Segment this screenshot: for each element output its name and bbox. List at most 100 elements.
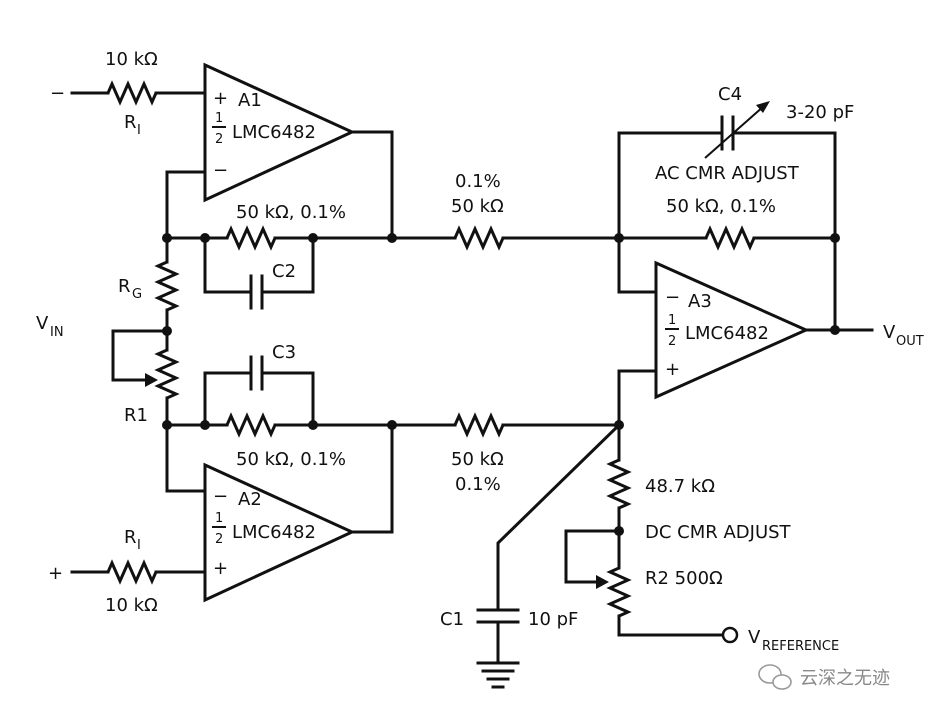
junction-dot [200,420,210,430]
junction-dot [308,233,318,243]
c3-label: C3 [272,342,296,363]
r1-label: R1 [124,405,148,426]
ac-cmr-adjust-label: AC CMR ADJUST [655,163,800,184]
difference-stage-inputs: 0.1% 50 kΩ 50 kΩ 0.1% [390,171,621,495]
a2-half-numerator: 1 [215,511,223,526]
a2-minus-sign: − [213,486,228,507]
wire [203,236,253,294]
op-amp-a1-body [203,62,356,203]
vin-sub: IN [50,325,64,340]
rg-sub: G [132,287,142,302]
wire [165,170,207,240]
r1-wiper-wire [111,329,169,382]
potentiometer-icon [145,373,158,387]
vref-sub: REFERENCE [762,639,839,654]
variable-capacitor-arrow-icon [756,101,770,113]
a3-name: A3 [688,291,712,312]
junction-dot [614,526,624,536]
resistor-48-7k [606,458,632,510]
junction-dot [162,326,172,336]
wire [617,614,724,637]
mid-bottom-value: 50 kΩ [451,449,504,470]
a2-name: A2 [238,489,262,510]
c1-label: C1 [440,609,464,630]
wire [203,371,253,427]
ri-top-value: 10 kΩ [105,49,158,70]
potentiometer-r2 [606,566,632,618]
a3-plus-sign: + [665,359,680,380]
a3-half-numerator: 1 [668,313,676,328]
op-amp-a2: − + A2 1 2 LMC6482 [203,462,356,603]
wire [350,130,394,240]
wire [260,371,315,427]
resistor-mid-bottom [453,412,505,438]
mid-top-value: 50 kΩ [451,196,504,217]
a1-plus-sign: + [213,88,228,109]
r2-wiper-wire [564,529,621,584]
vref-name: V [748,627,761,648]
resistor-ri-top [106,80,158,106]
wire [617,369,658,427]
wire [496,422,622,612]
watermark: 云深之无迹 [758,664,890,690]
ri-bottom-name: R [124,527,137,548]
a2-feedback-value: 50 kΩ, 0.1% [236,449,346,470]
c4-range: 3-20 pF [786,102,854,123]
wechat-logo-icon [758,664,792,690]
a2-part: LMC6482 [232,522,316,543]
a1-feedback-value: 50 kΩ, 0.1% [236,202,346,223]
wire [617,131,724,240]
a1-half-denominator: 2 [215,132,223,147]
a1-minus-sign: − [213,160,228,181]
junction-dot [308,420,318,430]
vref-terminal [721,626,739,644]
watermark-text: 云深之无迹 [800,668,890,689]
dc-cmr-adjust-label: DC CMR ADJUST [645,522,792,543]
rg-name: R [118,276,131,297]
ri-bottom-value: 10 kΩ [105,595,158,616]
wire [617,236,658,294]
c4-label: C4 [718,84,742,105]
r2-label: R2 500Ω [645,568,723,589]
a2-plus-sign: + [213,558,228,579]
c1-branch: C1 10 pF [440,422,622,689]
gain-network: R G R1 V IN [36,236,180,427]
a1-part: LMC6482 [232,122,316,143]
resistor-a2-feedback [225,412,277,438]
a3-minus-sign: − [665,287,680,308]
input-plus-branch: + R I 10 kΩ [48,527,207,616]
op-amp-a3: − + A3 1 2 LMC6482 [654,260,810,400]
a3-feedback-network: C4 3-20 pF AC CMR ADJUST 50 kΩ, 0.1% [614,84,854,332]
resistor-a1-feedback [225,225,277,251]
a3-feedback-value: 50 kΩ, 0.1% [666,196,776,217]
input-minus-branch: − 10 kΩ R I [50,49,207,138]
resistor-mid-top [453,225,505,251]
ri-bottom-sub: I [137,538,141,553]
resistor-ri-bottom [106,559,158,585]
a3-part: LMC6482 [685,323,769,344]
vout-sub: OUT [896,334,924,349]
ground-icon [476,661,520,689]
output: V OUT [804,322,924,349]
resistor-rg [154,260,180,312]
c2-label: C2 [272,261,296,282]
r-48-7k-label: 48.7 kΩ [645,476,715,497]
vin-name: V [36,313,49,334]
junction-dot [830,233,840,243]
a2-feedback-network: 50 kΩ, 0.1% C3 [162,342,397,534]
variable-capacitor-icon [704,105,765,159]
wire [165,423,207,493]
wire [731,131,837,332]
junction-dot [830,325,840,335]
vout-name: V [883,322,896,343]
potentiometer-icon [596,575,609,589]
input-minus-label: − [50,83,65,104]
wire [350,423,394,534]
input-plus-label: + [48,563,63,584]
a1-name: A1 [238,90,262,111]
ri-top-name: R [124,112,137,133]
op-amp-a2-body [203,462,356,603]
junction-dot [200,233,210,243]
junction-dot [614,233,624,243]
